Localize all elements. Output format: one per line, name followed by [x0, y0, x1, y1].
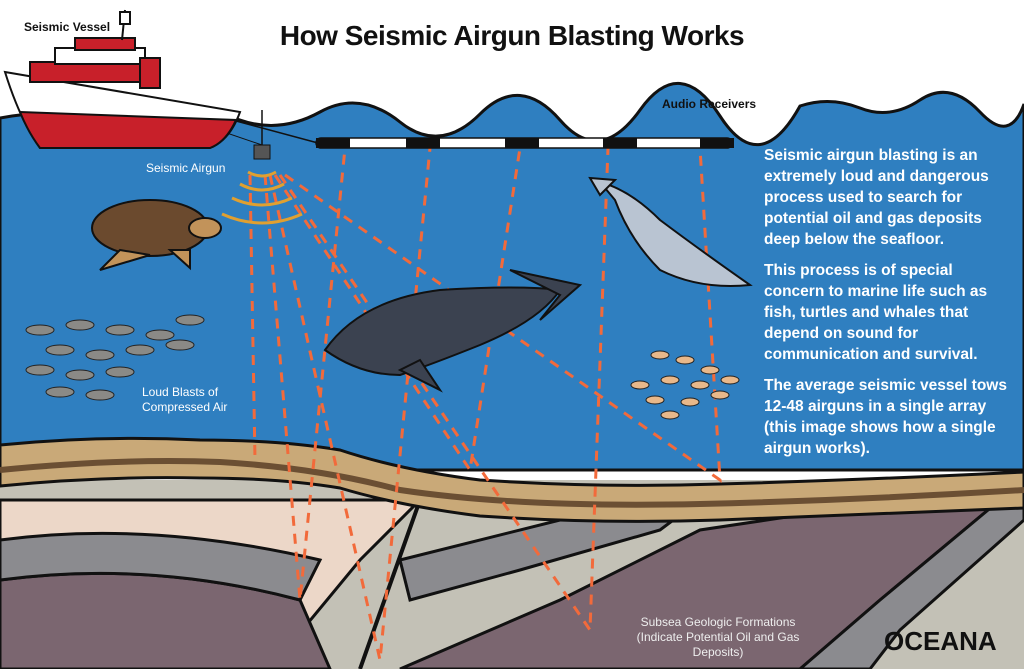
seismic-vessel: [3, 9, 242, 149]
description-paragraph: This process is of special concern to ma…: [764, 262, 988, 363]
oceana-logo: OCEANA: [884, 626, 997, 656]
geologic-formations-label: Subsea Geologic Formations (Indicate Pot…: [636, 615, 800, 659]
description-paragraph: The average seismic vessel tows 12-48 ai…: [764, 377, 1007, 457]
gray-band: [797, 498, 1024, 669]
seismic-vessel-label: Seismic Vessel: [24, 20, 111, 34]
sound-path: [268, 147, 432, 661]
description-paragraph: Seismic airgun blasting is an extremely …: [764, 147, 989, 248]
page-title: How Seismic Airgun Blasting Works: [279, 20, 745, 51]
loud-blasts-label: Loud Blasts of Compressed Air: [142, 385, 228, 414]
dolphin: [588, 176, 753, 287]
gray-formation-left: [0, 531, 323, 602]
sound-path: [248, 174, 257, 461]
audio-receivers-label: Audio Receivers: [662, 97, 757, 111]
audio-receiver-streamer: [315, 137, 734, 149]
sound-path: [273, 147, 522, 475]
seismic-airgun-label: Seismic Airgun: [146, 161, 226, 175]
sound-waves: [221, 170, 303, 225]
description: Seismic airgun blasting is an extremely …: [764, 145, 1014, 469]
right-whale: [323, 269, 583, 393]
sea-turtle: [91, 199, 222, 271]
sound-path: [263, 147, 347, 601]
seismic-airgun: [253, 144, 271, 160]
sound-path: [284, 147, 722, 484]
fish-school-right: [630, 350, 740, 420]
fish-school-left: [25, 314, 205, 401]
